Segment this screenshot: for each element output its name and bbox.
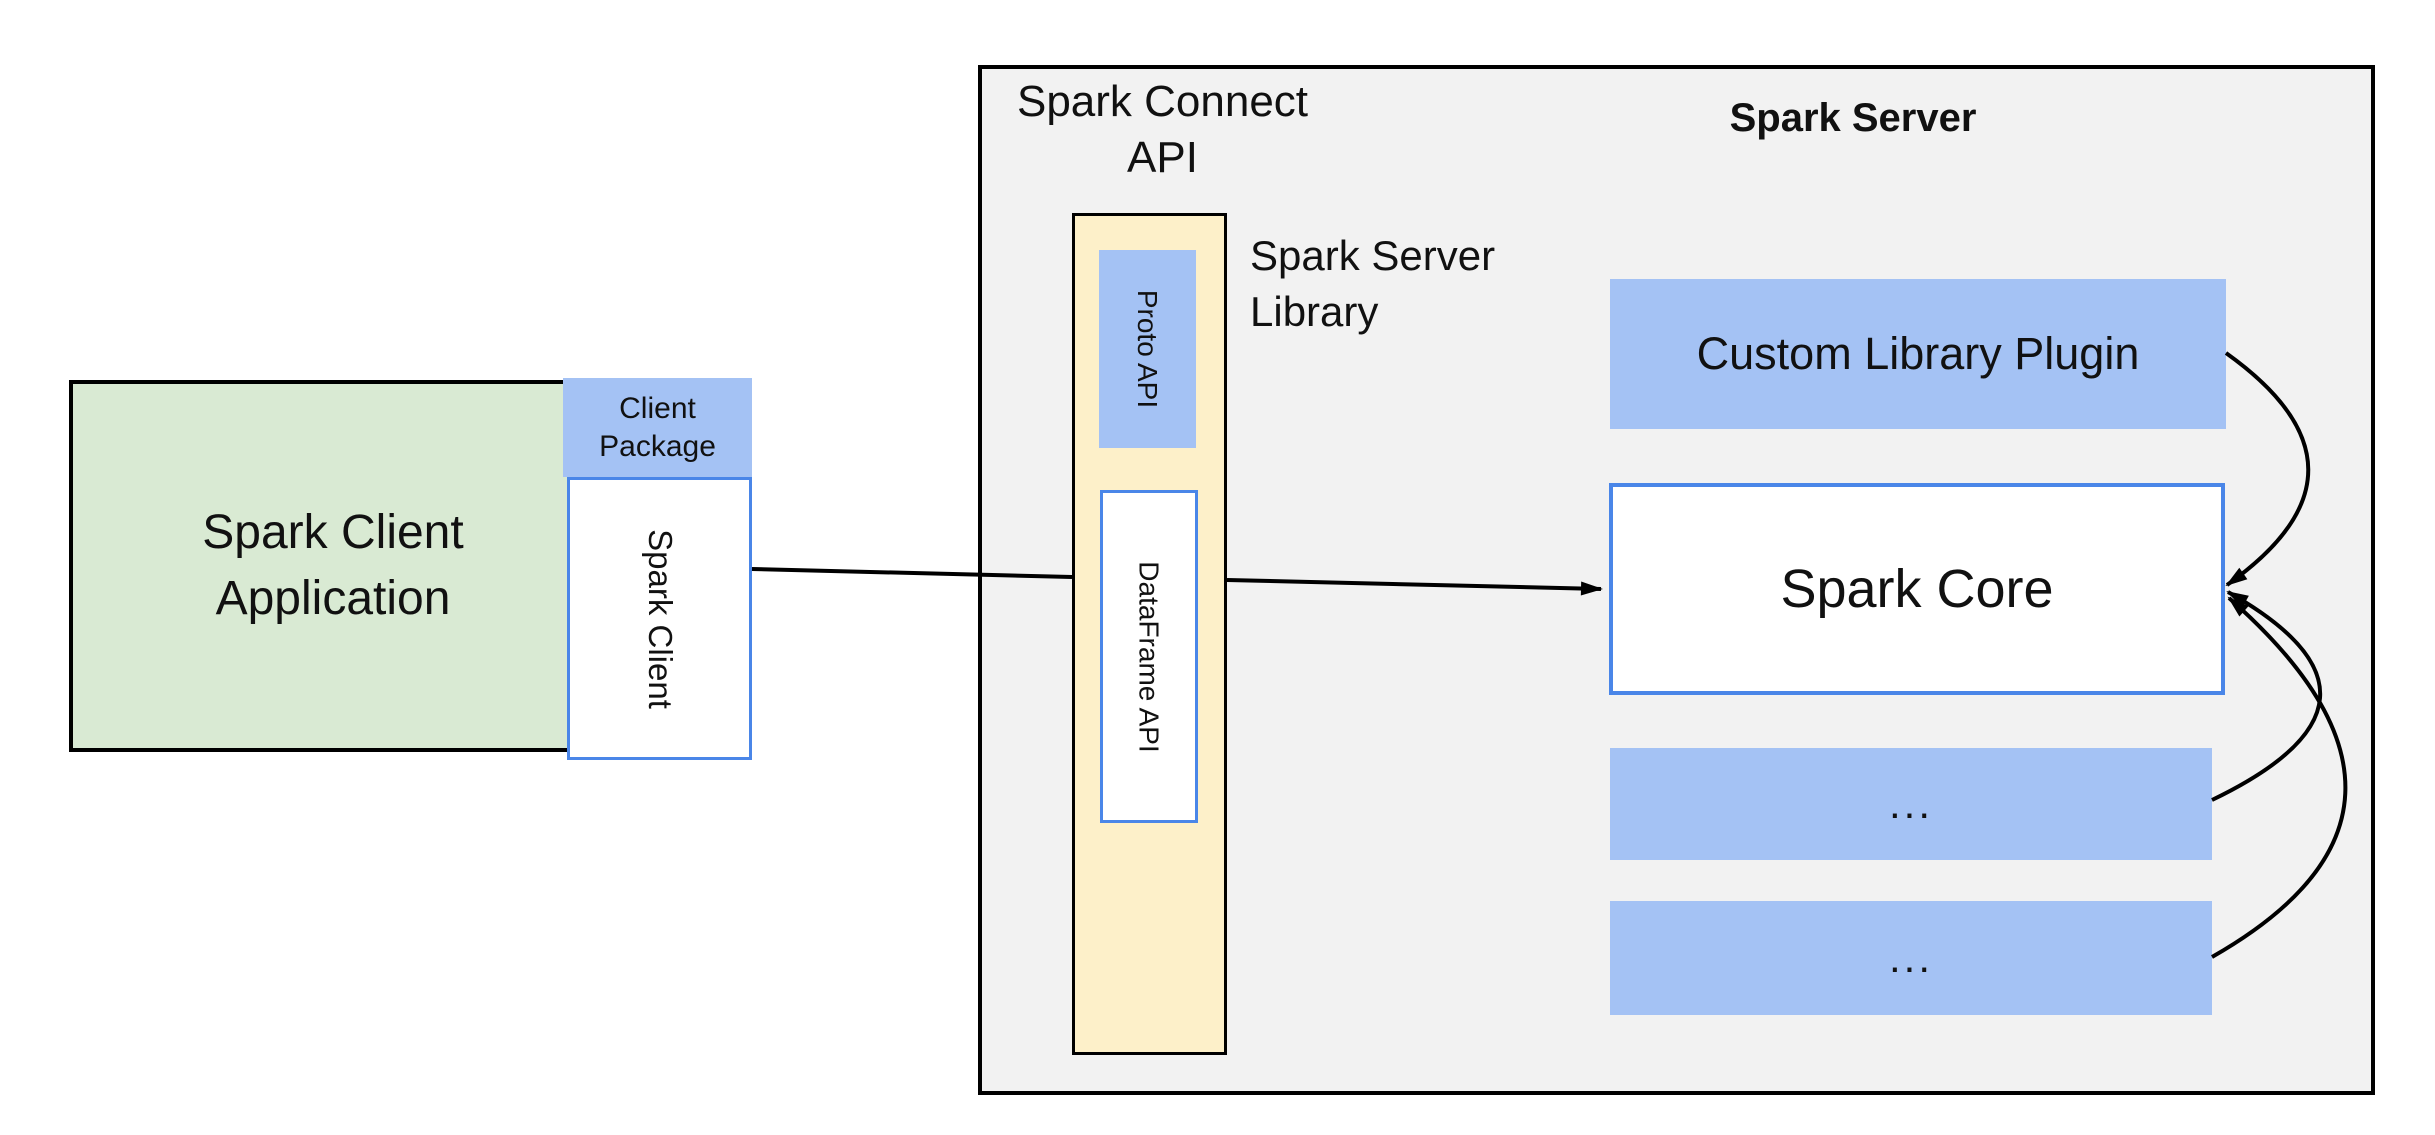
spark-client-label: Spark Client	[641, 528, 679, 709]
dataframe-api-label: DataFrame API	[1134, 560, 1165, 753]
client-package-box: Client Package	[563, 378, 752, 477]
spark-server-title: Spark Server	[1729, 96, 1977, 140]
client-package-label: Client Package	[599, 391, 716, 463]
spark-server-library-label: Spark Server Library	[1250, 232, 1496, 335]
spark-connect-api-title: Spark Connect API	[1016, 77, 1309, 182]
proto-api-box: Proto API	[1099, 250, 1196, 448]
module-placeholder-box-1: ...	[1610, 748, 2212, 860]
module-placeholder-label-1: ...	[1888, 780, 1933, 827]
custom-library-plugin-label: Custom Library Plugin	[1696, 328, 2140, 379]
spark-client-box: Spark Client	[567, 477, 752, 760]
custom-library-plugin-box: Custom Library Plugin	[1610, 279, 2226, 429]
spark-client-application-label: Spark Client Application	[202, 506, 464, 625]
dataframe-api-box: DataFrame API	[1100, 490, 1198, 823]
spark-core-box: Spark Core	[1609, 483, 2225, 695]
module-placeholder-label-2: ...	[1888, 934, 1933, 981]
proto-api-label: Proto API	[1132, 289, 1164, 409]
module-placeholder-box-2: ...	[1610, 901, 2212, 1015]
spark-core-label: Spark Core	[1780, 559, 2054, 619]
